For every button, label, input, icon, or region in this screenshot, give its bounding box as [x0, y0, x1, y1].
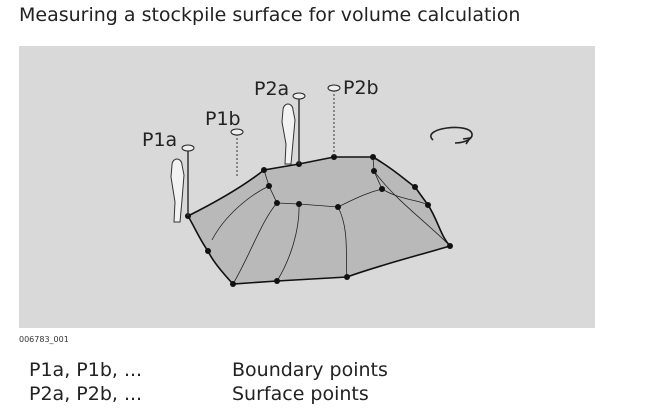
label-p1b: P1b: [205, 108, 241, 130]
stockpile-illustration: P1a P1b P2a P2b: [19, 46, 595, 328]
label-p1a: P1a: [142, 129, 178, 151]
label-p2a: P2a: [254, 78, 290, 100]
figure-number: 006783_001: [19, 335, 69, 344]
survey-points: [185, 154, 453, 287]
legend-value-2: Surface points: [232, 383, 369, 405]
stockpile-surface: [186, 156, 452, 285]
page-title: Measuring a stockpile surface for volume…: [19, 4, 521, 26]
legend-key-1: P1a, P1b, ...: [29, 359, 143, 381]
surveyor-figures: [170, 103, 296, 223]
rotate-arrow-icon: [430, 126, 473, 144]
gnss-poles: [187, 90, 335, 216]
legend-key-2: P2a, P2b, ...: [29, 383, 143, 405]
legend-value-1: Boundary points: [232, 359, 388, 381]
antennas: [181, 84, 341, 152]
stockpile-drawing: [170, 84, 473, 287]
label-p2b: P2b: [343, 77, 379, 99]
